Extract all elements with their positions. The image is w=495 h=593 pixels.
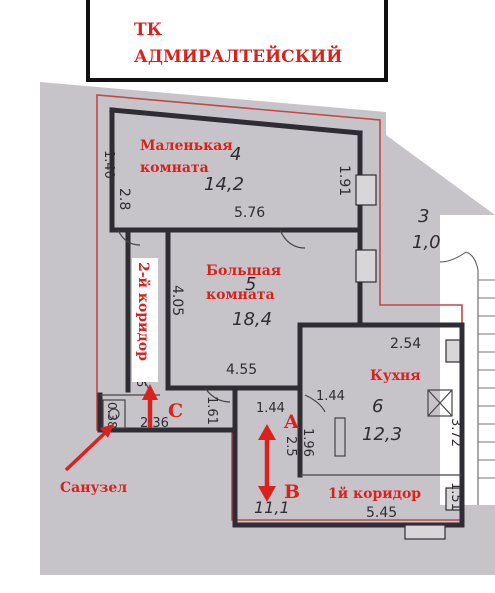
corridor1-area: 11,1	[254, 498, 290, 517]
room6-area: 12,3	[362, 424, 402, 445]
markers: A B C	[168, 400, 300, 503]
dim-191: 1.91	[336, 165, 352, 196]
arrow-a-b	[258, 424, 276, 502]
corridor2-label: 2-й коридор	[135, 262, 152, 361]
dim-236: 2.36	[140, 416, 169, 431]
room6-number: 6	[372, 396, 383, 417]
room5-area: 18,4	[232, 309, 272, 330]
room3-area: 1,0	[412, 232, 441, 253]
arrow-c	[142, 384, 158, 428]
room-numbers: 4 14,2 5 18,4 6 12,3 3 1,0 11,1	[204, 144, 441, 517]
room4-number: 4	[230, 144, 241, 165]
dim-144-top: 1.44	[316, 389, 345, 404]
small-room-label-2: комната	[140, 160, 209, 176]
marker-a: A	[283, 411, 299, 433]
windows	[355, 174, 461, 540]
dimension-labels: 5.76 4.55 1.44 1.44 2.54 5.45 2.36 1.91 …	[101, 150, 463, 521]
dim-455: 4.55	[226, 362, 257, 378]
dim-576: 5.76	[234, 205, 265, 221]
dim-545: 5.45	[366, 505, 397, 521]
bathroom-fixtures	[102, 399, 126, 429]
room3-number: 3	[418, 206, 429, 227]
room-labels: Маленькая комната Большая комната Кухня …	[60, 138, 421, 502]
marker-b: B	[284, 481, 300, 503]
big-room-label-2: комната	[206, 287, 275, 303]
dim-405: 4.05	[169, 285, 185, 316]
corridor1-label: 1й коридор	[328, 485, 421, 502]
dim-038: 0.38	[105, 402, 119, 429]
small-room-label-1: Маленькая	[140, 138, 233, 154]
header-box	[86, 0, 388, 82]
big-room-label-1: Большая	[206, 263, 281, 279]
corridor2-label-bg	[132, 258, 158, 382]
dim-144-corr: 1.44	[256, 401, 285, 416]
header-title-line2: АДМИРАЛТЕЙСКИЙ	[134, 45, 342, 67]
dim-28: 2.8	[116, 188, 132, 210]
room4-area: 14,2	[204, 174, 244, 195]
dim-140: 1.40	[101, 150, 116, 179]
dim-161: 1.61	[204, 396, 219, 425]
room5-number: 5	[245, 274, 256, 295]
bathroom-label: Санузел	[60, 480, 127, 496]
header-title-line1: ТК	[134, 20, 163, 40]
dim-372: 3.72	[448, 418, 463, 447]
scan-paper	[40, 82, 495, 575]
dim-254: 2.54	[390, 336, 421, 352]
dim-151: 1.51	[448, 482, 463, 511]
dim-25: 2.5	[283, 436, 298, 457]
partitions	[100, 389, 462, 476]
kitchen-label: Кухня	[370, 368, 421, 384]
arrow-bathroom	[64, 424, 114, 472]
dim-196: 1.96	[300, 428, 315, 457]
marker-c: C	[168, 400, 183, 422]
